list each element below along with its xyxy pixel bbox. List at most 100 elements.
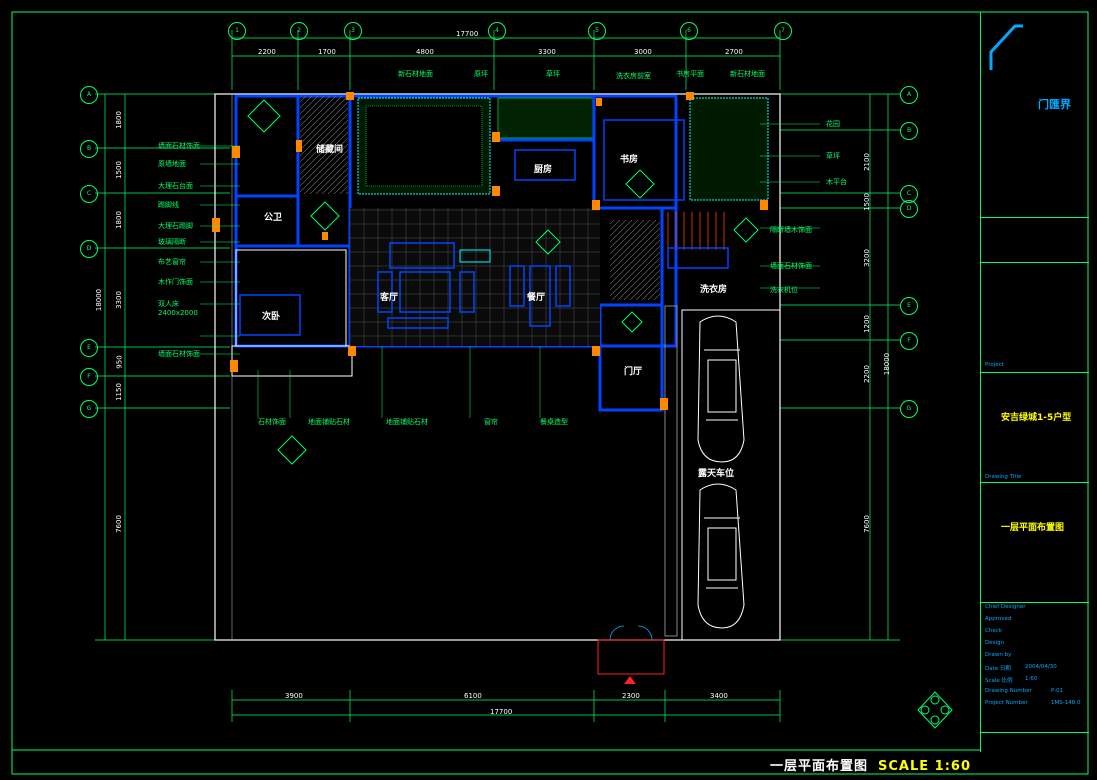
grid-bubble: B [80,140,98,158]
room-label-bedroom: 次卧 [262,312,281,322]
room-label-garage: 露天车位 [698,469,735,479]
design: Design [985,640,1004,646]
dim-total-right: 18000 [883,352,892,376]
room-label-kitchen: 厨房 [534,165,553,175]
annotation: 新石材地面 [398,70,433,78]
room-label-foyer: 门厅 [624,367,643,377]
dim-left: 1150 [114,383,123,401]
annotation: 大理石踢脚 [158,222,193,230]
annotation: 草坪 [546,70,560,78]
drawing-number-value: P-01 [1051,688,1064,694]
dim-top: 3000 [634,48,652,56]
annotation: 地面铺贴石材 [308,418,350,426]
date-label: Date 日期 [985,666,1011,672]
scale-label: Scale 比例 [985,678,1013,684]
dim-top: 2700 [725,48,743,56]
dim-top: 4800 [416,48,434,56]
scale-value: 1:60 [1025,676,1038,682]
brand-logo: 门匯界 [1038,98,1071,111]
annotation: 窗帘 [484,418,498,426]
grid-bubble: 3 [344,22,362,40]
dim-right: 1500 [862,193,871,211]
dim-left: 3300 [114,291,123,309]
annotation: 洗衣机位 [770,286,798,294]
grid-bubble: 4 [488,22,506,40]
dim-right: 2100 [862,153,871,171]
dim-bottom: 3900 [285,692,303,700]
dim-left: 1500 [114,161,123,179]
room-label-bathroom: 公卫 [264,213,283,223]
annotation: 洗衣房前室 [616,72,651,80]
dim-right: 3200 [862,249,871,267]
project-number-value: 1MS-148.0 [1051,700,1081,706]
check: Check [985,628,1002,634]
grid-bubble: F [80,368,98,386]
dim-left: 7600 [114,515,123,533]
annotation: 玻璃隔断 [158,238,186,246]
room-label-dining: 餐厅 [527,293,546,303]
annotation: 草坪 [826,152,840,160]
annotation: 双人床 [158,300,179,308]
grid-bubble: A [900,86,918,104]
title-block: Project 安吉绿城1-5户型 Drawing Title 一层平面布置图 … [980,12,1089,752]
drawing-number-label: Drawing Number [985,688,1032,694]
grid-bubble: E [80,339,98,357]
annotation: 原坪 [474,70,488,78]
annotation: 踢脚线 [158,201,179,209]
project-number-label: Project Number [985,700,1028,706]
dim-total-left: 18000 [95,288,104,312]
room-label-living: 客厅 [380,293,399,303]
dim-top: 2200 [258,48,276,56]
drawing-title: 一层平面布置图 SCALE 1:60 [770,755,971,774]
room-label-laundry: 洗衣房 [700,285,728,295]
drawing-title-text: 一层平面布置图 [770,759,869,774]
annotation: 隔断墙木饰面 [770,226,812,234]
dim-bottom: 6100 [464,692,482,700]
grid-bubble: B [900,122,918,140]
grid-bubble: C [80,185,98,203]
dim-left: 1800 [114,211,123,229]
grid-bubble: E [900,297,918,315]
drawing-title-label: Drawing Title [985,474,1022,480]
drawing-scale: SCALE 1:60 [878,759,972,774]
logo-icon [989,24,1023,70]
room-label-storage: 储藏间 [316,145,344,155]
grid-bubble: 6 [680,22,698,40]
annotation: 地面铺贴石材 [386,418,428,426]
annotation: 石材饰面 [258,418,286,426]
annotation: 布艺窗帘 [158,258,186,266]
dim-bottom: 2300 [622,692,640,700]
annotation: 餐桌造型 [540,418,568,426]
grid-bubble: G [900,400,918,418]
drawing-title-value: 一层平面布置图 [1001,523,1065,533]
chief-designer: Chief Designer [985,604,1026,610]
grid-bubble: A [80,86,98,104]
annotation: 大理石台面 [158,182,193,190]
grid-bubble: 1 [228,22,246,40]
annotation: 墙面石材饰面 [770,262,812,270]
project-value: 安吉绿城1-5户型 [1001,413,1072,423]
dim-top: 3300 [538,48,556,56]
grid-bubble: 5 [588,22,606,40]
dim-left: 1800 [114,111,123,129]
annotation: 原墙地面 [158,160,186,168]
grid-bubble: F [900,332,918,350]
annotation: 木作门饰面 [158,278,193,286]
dim-right: 1200 [862,315,871,333]
dim-right: 7600 [862,515,871,533]
grid-bubble: 7 [774,22,792,40]
dim-left: 950 [115,355,124,369]
grid-bubble: G [80,400,98,418]
annotation: 2400x2000 [158,309,198,317]
dim-total-top: 17700 [456,30,479,38]
annotation: 书房平面 [676,70,704,78]
annotation: 木平台 [826,178,847,186]
room-label-study: 书房 [620,155,639,165]
dim-total-bottom: 17700 [490,708,513,716]
drawn-by: Drawn by [985,652,1012,658]
annotation: 花园 [826,120,840,128]
approved: Approved [985,616,1012,622]
annotation: 墙面石材饰面 [158,350,200,358]
grid-bubble: D [80,240,98,258]
